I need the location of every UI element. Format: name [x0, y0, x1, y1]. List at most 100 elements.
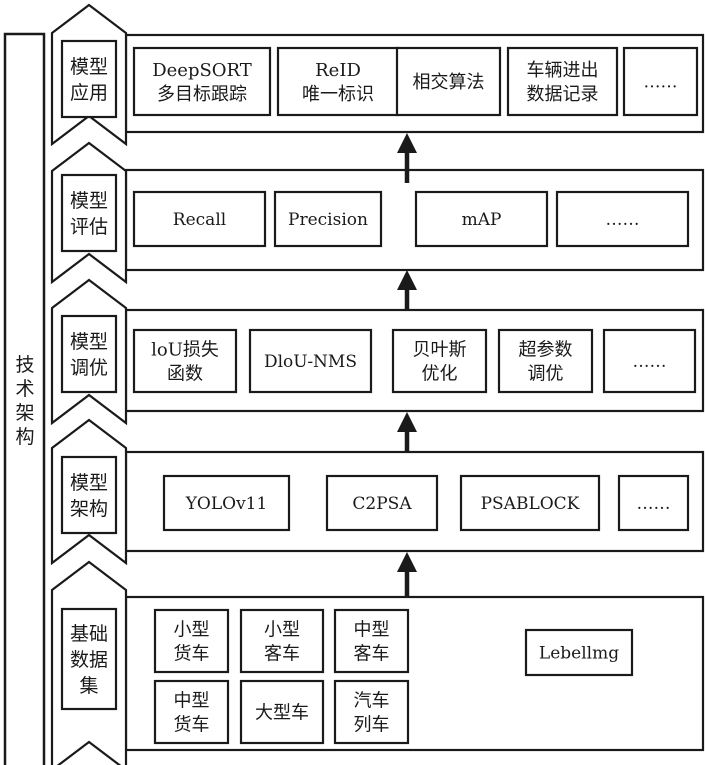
layer-item: Precision: [273, 190, 383, 248]
arrow-up-icon: [397, 552, 417, 572]
layer-item: 大型车: [239, 679, 325, 745]
layer-item: 小型货车: [153, 608, 230, 674]
layer-item: Recall: [132, 190, 267, 248]
item-label: 小型客车: [264, 619, 300, 664]
layer-item: 汽车列车: [333, 679, 410, 745]
layer-item: ……: [617, 474, 690, 532]
layer-label: 模型评估: [70, 190, 108, 238]
layer-label-box: [60, 39, 118, 119]
item-box: [239, 608, 325, 674]
item-box: [391, 328, 488, 394]
item-label: loU损失函数: [151, 339, 219, 384]
item-box: [395, 46, 502, 117]
item-box: [248, 328, 373, 394]
layer-item: ……: [555, 190, 690, 248]
layer-item: 车辆进出数据记录: [506, 46, 619, 117]
item-box: [555, 190, 690, 248]
layer-tuning: 模型调优 loU损失函数 DloU-NMS 贝叶斯优化 超参数调优 ……: [50, 278, 705, 426]
item-box: [617, 474, 690, 532]
item-label: C2PSA: [352, 494, 412, 514]
layer-item: 超参数调优: [497, 328, 594, 394]
layer-label: 模型调优: [70, 331, 108, 379]
arrow-up-icon: [397, 270, 417, 290]
item-label: DloU-NMS: [264, 352, 357, 372]
item-label: ……: [637, 494, 671, 514]
layer-architecture: 模型架构 YOLOv11 C2PSA PSABLOCK ……: [50, 418, 705, 566]
item-box: [325, 474, 439, 532]
layer-item: ……: [602, 328, 697, 394]
item-label: 中型客车: [354, 619, 390, 664]
item-label: 大型车: [255, 702, 309, 723]
item-box: [239, 679, 325, 745]
item-box: [132, 328, 238, 394]
layer-item: YOLOv11: [162, 474, 291, 532]
item-label: 小型货车: [174, 619, 210, 664]
layer-item: 中型客车: [333, 608, 410, 674]
item-box: [153, 679, 230, 745]
item-box: [132, 190, 267, 248]
item-box: [622, 46, 699, 117]
item-box: [414, 190, 549, 248]
layer-item: DloU-NMS: [248, 328, 373, 394]
side-column: 技术架构: [3, 32, 46, 765]
layer-label-box: [60, 455, 118, 535]
item-label: Lebellmg: [539, 644, 619, 664]
layer-item: C2PSA: [325, 474, 439, 532]
layer-label-box: [60, 314, 118, 394]
layer-item: 贝叶斯优化: [391, 328, 488, 394]
layer-item: Lebellmg: [524, 628, 634, 677]
item-label: 超参数调优: [519, 339, 573, 384]
layer-label-box: [60, 607, 118, 711]
item-box: [333, 608, 410, 674]
item-label: 相交算法: [413, 72, 485, 93]
item-label: 汽车列车: [354, 690, 390, 735]
item-label: 车辆进出数据记录: [527, 60, 599, 105]
item-label: PSABLOCK: [481, 494, 580, 514]
item-box: [506, 46, 619, 117]
item-label: 中型货车: [174, 690, 210, 735]
item-box: [333, 679, 410, 745]
arrow-architecture-to-tuning: [397, 412, 417, 451]
side-label: 技术架构: [15, 354, 34, 448]
item-label: ……: [633, 352, 667, 372]
item-label: 贝叶斯优化: [413, 339, 467, 384]
layer-item: ……: [622, 46, 699, 117]
item-box: [524, 628, 634, 677]
item-label: ……: [606, 210, 640, 230]
item-box: [132, 46, 272, 117]
layer-item: loU损失函数: [132, 328, 238, 394]
item-box: [153, 608, 230, 674]
item-box: [273, 190, 383, 248]
item-label: YOLOv11: [185, 494, 268, 514]
arrow-tuning-to-evaluation: [397, 270, 417, 310]
layer-label: 模型应用: [70, 56, 108, 104]
layer-item: PSABLOCK: [459, 474, 601, 532]
item-box: [497, 328, 594, 394]
item-box: [602, 328, 697, 394]
item-box: [276, 46, 400, 117]
item-label: Precision: [288, 210, 368, 230]
layer-label: 模型架构: [70, 472, 108, 520]
layer-item: 小型客车: [239, 608, 325, 674]
arrow-up-icon: [397, 133, 417, 153]
arrow-up-icon: [397, 412, 417, 432]
layer-label-box: [60, 173, 118, 253]
layer-label: 基础数据集: [70, 623, 108, 697]
item-label: ……: [644, 73, 678, 93]
arrow-dataset-to-architecture: [397, 552, 417, 597]
arrow-evaluation-to-application: [397, 133, 417, 183]
item-box: [459, 474, 601, 532]
item-label: Recall: [173, 210, 226, 230]
layer-evaluation: 模型评估 Recall Precision mAP ……: [50, 141, 705, 285]
layer-item: mAP: [414, 190, 549, 248]
item-box: [162, 474, 291, 532]
layer-item: 相交算法: [395, 46, 502, 117]
item-label: mAP: [462, 210, 502, 230]
layer-item: 中型货车: [153, 679, 230, 745]
